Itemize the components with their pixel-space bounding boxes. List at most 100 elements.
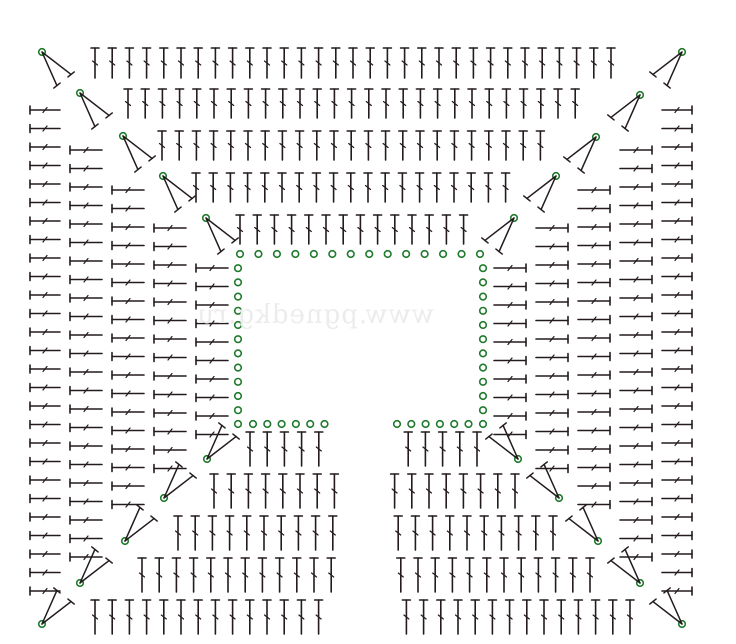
corner-stitch	[498, 217, 515, 253]
stitch-slash	[674, 199, 680, 206]
chain-stitch	[421, 419, 430, 429]
stitch-slash	[382, 142, 389, 149]
stitch-slash	[554, 100, 562, 107]
stitch-slash	[391, 226, 398, 233]
stitch-slash	[209, 301, 215, 309]
stitch-slash	[42, 347, 48, 354]
stitch-slash	[591, 223, 597, 231]
stitch-slash	[125, 260, 131, 268]
corner-stitch	[162, 175, 193, 200]
stitch-slash	[633, 239, 639, 246]
stitch-slash	[259, 572, 266, 578]
stitch-slash	[91, 614, 99, 620]
stitch-slash	[296, 100, 304, 107]
stitch-slash	[552, 572, 559, 578]
stitch-slash	[549, 428, 555, 435]
stitch-slash	[332, 60, 339, 66]
corner-stitch	[529, 474, 560, 499]
chain-stitch	[37, 619, 47, 629]
stitch-slash	[674, 550, 680, 558]
corner-stitch	[122, 135, 139, 171]
corner-stitch	[543, 463, 560, 499]
stitch-slash	[674, 402, 680, 410]
stitch-slash	[83, 442, 89, 450]
stitch-slash	[365, 100, 372, 107]
stitch-slash	[633, 276, 639, 283]
corner-stitch	[488, 435, 519, 460]
stitch-slash	[633, 146, 639, 154]
stitch-slash	[575, 614, 582, 620]
chain-stitch	[420, 249, 429, 259]
stitch-slash	[125, 482, 131, 490]
stitch-slash	[674, 273, 680, 280]
chain-stitch	[407, 419, 416, 429]
stitch-slash	[674, 587, 680, 595]
stitch-slash	[83, 239, 89, 246]
stitch-slash	[125, 390, 131, 397]
stitch-slash	[498, 530, 505, 536]
stitch-slash	[451, 100, 458, 107]
stitch-slash	[473, 446, 481, 452]
stitch-slash	[507, 338, 513, 346]
corner-stitch-bar	[174, 206, 182, 213]
stitch-slash	[212, 614, 219, 620]
stitch-slash	[296, 142, 303, 149]
chain-stitch	[457, 249, 466, 259]
corner-stitch-bar	[563, 156, 571, 163]
stitch-slash	[42, 569, 48, 576]
stitch-slash	[674, 365, 680, 373]
stitch-slash	[167, 317, 173, 324]
chain-stitch	[475, 249, 485, 259]
stitch-slash	[298, 614, 305, 620]
stitch-slash	[167, 465, 173, 472]
stitch-slash	[42, 384, 48, 391]
chain-stitch	[450, 419, 459, 429]
stitch-slash	[591, 279, 597, 286]
stitch-slash	[125, 408, 131, 416]
stitch-slash	[507, 412, 513, 420]
stitch-slash	[674, 217, 680, 225]
stitch-slash	[42, 532, 48, 539]
corner-stitch	[79, 92, 96, 128]
stitch-slash	[408, 226, 416, 233]
stitch-slash	[416, 184, 423, 191]
corner-stitch-bar	[523, 195, 531, 202]
chain-stitch	[120, 536, 130, 546]
chain-stitch	[248, 419, 258, 429]
stitch-slash	[288, 226, 295, 233]
stitch-slash	[633, 553, 639, 561]
stitch-slash	[633, 165, 639, 172]
stitch-slash	[674, 347, 680, 354]
stitch-slash	[540, 614, 548, 620]
chain-stitch	[478, 292, 488, 301]
corner-stitch-bar	[540, 461, 548, 468]
stitch-slash	[329, 530, 336, 536]
stitch-slash	[42, 310, 48, 317]
stitch-slash	[167, 261, 173, 269]
chain-stitch	[233, 320, 243, 330]
stitch-slash	[591, 408, 597, 416]
corner-stitch-bar	[499, 422, 507, 429]
chain-stitch	[478, 391, 488, 401]
stitch-slash	[209, 431, 215, 438]
stitch-slash	[142, 100, 149, 107]
corner-stitch-bar	[105, 112, 113, 119]
stitch-slash	[167, 224, 173, 232]
stitch-slash	[489, 614, 496, 620]
stitch-slash	[591, 390, 597, 397]
corner-stitch-bar	[565, 515, 573, 522]
stitch-slash	[242, 572, 249, 578]
stitch-slash	[558, 614, 565, 620]
chain-stitch	[202, 454, 212, 464]
corner-stitch-bar	[134, 166, 142, 173]
stitch-slash	[511, 488, 519, 494]
stitch-slash	[42, 402, 48, 410]
stitch-slash	[591, 464, 597, 471]
stitch-slash	[243, 530, 250, 536]
chain-stitch	[478, 320, 488, 330]
stitch-slash	[210, 488, 218, 494]
stitch-slash	[260, 530, 268, 536]
stitch-slash	[348, 142, 355, 149]
stitch-slash	[633, 498, 639, 505]
corner-stitch-bar	[189, 472, 197, 479]
